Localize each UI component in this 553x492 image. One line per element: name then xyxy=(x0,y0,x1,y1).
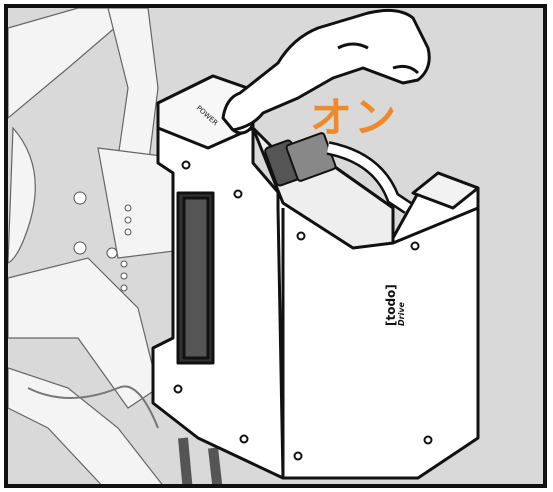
brand-logo: [todo] Drive xyxy=(385,284,406,326)
illustration xyxy=(8,8,547,488)
illustration-frame: オン POWER [todo] Drive xyxy=(4,4,547,488)
brand-subtitle: Drive xyxy=(398,284,406,326)
power-on-label: オン xyxy=(310,84,398,145)
brand-name: [todo] xyxy=(384,284,398,326)
